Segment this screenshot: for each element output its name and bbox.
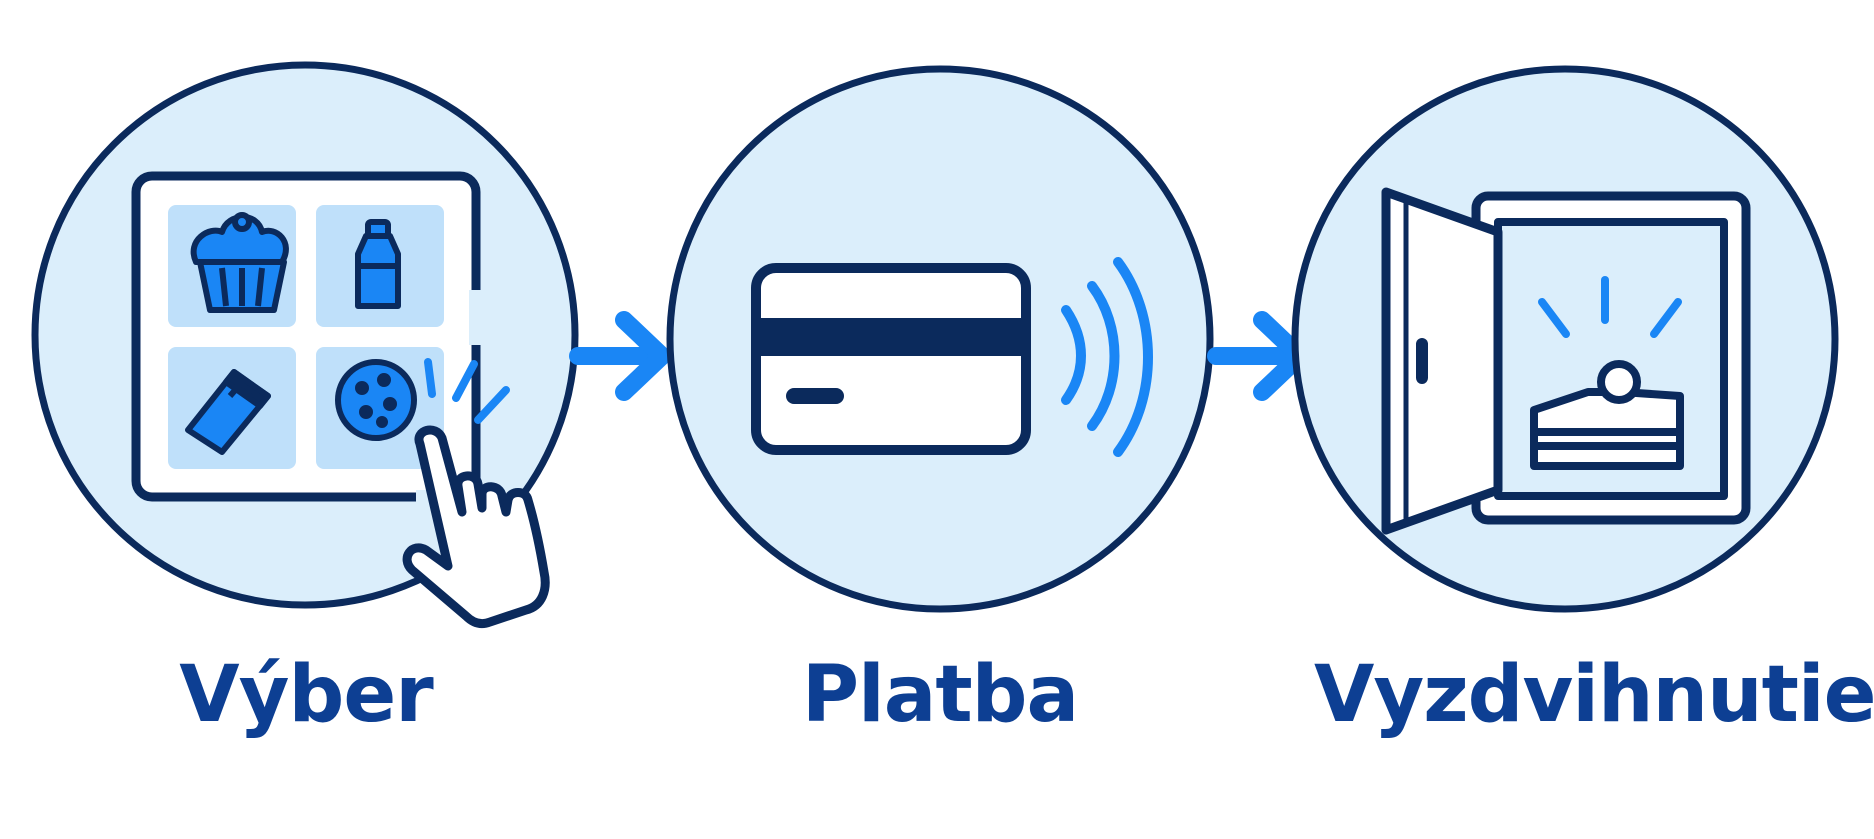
step-pay [666,65,1214,613]
highlight-rays-icon [1538,276,1682,338]
step-label-pay: Platba [801,650,1079,740]
contactless-waves-icon [1061,257,1153,457]
step-select [31,61,579,629]
credit-card-icon [751,263,1031,455]
step-label-select: Výber [179,650,433,740]
cupcake-icon [190,212,289,313]
open-locker-door-icon [1381,187,1751,535]
chocolate-bar-icon [185,369,271,455]
arrow-right-icon [569,311,671,401]
cookie-icon [335,359,417,441]
package-icon [1530,360,1684,470]
arrow-right-icon [1207,311,1309,401]
step-label-pickup: Vyzdvihnutie [1314,650,1874,740]
step-pickup [1291,65,1839,613]
tapping-hand-icon [402,425,550,629]
bottle-icon [355,219,401,309]
tap-rays-icon [424,358,510,424]
